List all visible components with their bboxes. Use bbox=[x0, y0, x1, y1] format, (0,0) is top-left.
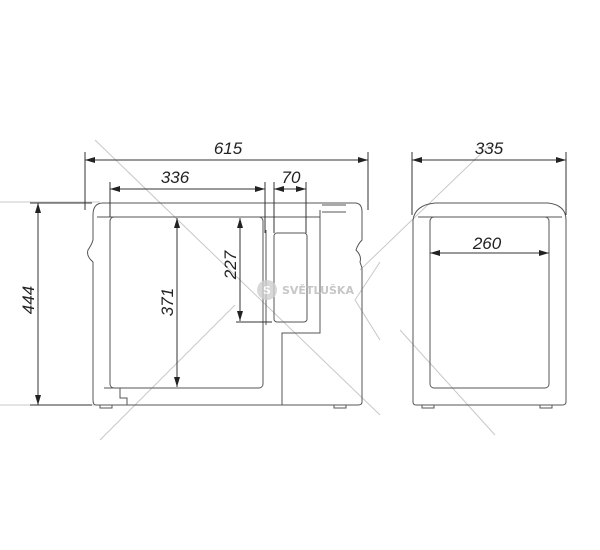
dim-overall-height: 444 bbox=[19, 286, 38, 314]
step-wall bbox=[281, 210, 321, 405]
logo-letter: S bbox=[263, 284, 271, 297]
front-dimensions bbox=[30, 152, 369, 406]
dim-small-bin-width: 70 bbox=[282, 168, 301, 187]
dim-overall-depth: 335 bbox=[475, 139, 504, 158]
front-view bbox=[87, 202, 363, 409]
front-housing-outline bbox=[87, 202, 363, 406]
left-bin bbox=[109, 216, 264, 389]
side-view bbox=[412, 202, 567, 409]
dim-bin-width: 336 bbox=[161, 168, 190, 187]
dim-bin-depth: 260 bbox=[472, 234, 502, 253]
dim-bin-height: 371 bbox=[158, 288, 177, 316]
side-bin bbox=[429, 216, 550, 389]
dim-overall-width: 615 bbox=[214, 139, 243, 158]
dim-small-bin-height: 227 bbox=[221, 250, 240, 280]
watermark-brand: SVĚTLUŠKA bbox=[282, 284, 354, 297]
watermark-logo: S SVĚTLUŠKA bbox=[257, 280, 354, 300]
side-housing-outline bbox=[412, 202, 567, 406]
construction-lines bbox=[0, 139, 496, 441]
small-bin bbox=[273, 232, 308, 323]
side-dimensions bbox=[411, 152, 567, 256]
